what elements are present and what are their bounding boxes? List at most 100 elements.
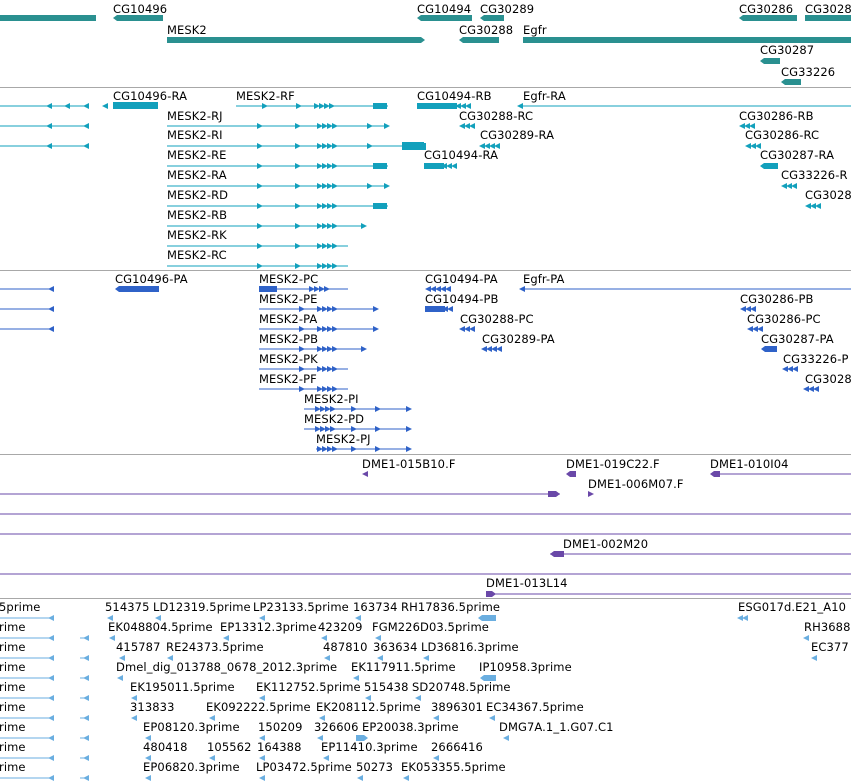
- strand-arrow[interactable]: [322, 223, 328, 229]
- strand-arrow[interactable]: [317, 346, 323, 352]
- strand-arrow[interactable]: [406, 406, 412, 412]
- feature-label[interactable]: DME1-013L14: [486, 576, 568, 590]
- feature-label[interactable]: CG30286-PC: [747, 312, 821, 326]
- feature-label[interactable]: CG30286-RB: [739, 109, 814, 123]
- feature-label[interactable]: rime: [0, 740, 26, 754]
- feature-label[interactable]: 150209: [258, 720, 303, 734]
- strand-arrow[interactable]: [465, 103, 471, 109]
- feature-label[interactable]: EC377: [811, 640, 849, 654]
- strand-arrow[interactable]: [752, 326, 758, 332]
- strand-arrow[interactable]: [367, 183, 373, 189]
- feature-label[interactable]: EK195011.5prime: [130, 680, 235, 694]
- feature-label[interactable]: CG30289-PA: [482, 332, 555, 346]
- strand-arrow[interactable]: [791, 183, 797, 189]
- strand-arrow[interactable]: [353, 675, 359, 681]
- strand-arrow[interactable]: [319, 103, 325, 109]
- strand-arrow[interactable]: [588, 491, 594, 497]
- feature-label[interactable]: 3896301: [431, 700, 483, 714]
- strand-arrow[interactable]: [747, 326, 753, 332]
- strand-arrow[interactable]: [48, 286, 54, 292]
- feature-label[interactable]: EK048804.5prime: [108, 620, 213, 634]
- feature-label[interactable]: 105562: [207, 740, 252, 754]
- strand-arrow[interactable]: [102, 103, 108, 109]
- feature-label[interactable]: CG30289: [480, 2, 535, 16]
- strand-arrow[interactable]: [48, 775, 54, 781]
- strand-arrow[interactable]: [155, 615, 161, 621]
- strand-arrow[interactable]: [317, 386, 323, 392]
- strand-arrow[interactable]: [327, 263, 333, 269]
- strand-arrow[interactable]: [377, 655, 383, 661]
- strand-arrow[interactable]: [442, 306, 448, 312]
- strand-arrow[interactable]: [415, 695, 421, 701]
- strand-arrow[interactable]: [317, 203, 323, 209]
- strand-arrow[interactable]: [145, 755, 151, 761]
- exon-block[interactable]: [480, 675, 496, 681]
- strand-arrow[interactable]: [519, 286, 525, 292]
- strand-arrow[interactable]: [48, 735, 54, 741]
- strand-arrow[interactable]: [327, 163, 333, 169]
- strand-arrow[interactable]: [810, 203, 816, 209]
- strand-arrow[interactable]: [322, 346, 328, 352]
- strand-arrow[interactable]: [48, 675, 54, 681]
- feature-label[interactable]: MESK2-RB: [167, 208, 228, 222]
- strand-arrow[interactable]: [406, 426, 412, 432]
- strand-arrow[interactable]: [464, 326, 470, 332]
- strand-arrow[interactable]: [351, 426, 357, 432]
- feature-label[interactable]: CG10496: [113, 2, 168, 16]
- strand-arrow[interactable]: [365, 695, 371, 701]
- exon-block[interactable]: [486, 591, 496, 597]
- feature-label[interactable]: MESK2-RF: [236, 89, 295, 103]
- strand-arrow[interactable]: [295, 183, 301, 189]
- strand-arrow[interactable]: [423, 655, 429, 661]
- strand-arrow[interactable]: [484, 143, 490, 149]
- exon-block[interactable]: [760, 163, 778, 169]
- feature-label[interactable]: MESK2-PE: [259, 292, 318, 306]
- strand-arrow[interactable]: [332, 346, 338, 352]
- strand-arrow[interactable]: [299, 326, 305, 332]
- feature-label[interactable]: FGM226D03.5prime: [372, 620, 489, 634]
- feature-label[interactable]: MESK2-PJ: [316, 432, 371, 446]
- strand-arrow[interactable]: [749, 123, 755, 129]
- strand-arrow[interactable]: [403, 775, 409, 781]
- feature-label[interactable]: IP10958.3prime: [479, 660, 572, 674]
- feature-label[interactable]: CG10494-PA: [425, 272, 498, 286]
- strand-arrow[interactable]: [322, 243, 328, 249]
- strand-arrow[interactable]: [332, 163, 338, 169]
- feature-label[interactable]: 423209: [318, 620, 363, 634]
- strand-arrow[interactable]: [299, 366, 305, 372]
- feature-label[interactable]: LP03472.5prime: [256, 760, 352, 774]
- strand-arrow[interactable]: [322, 123, 328, 129]
- feature-label[interactable]: CG30289-RA: [480, 128, 555, 142]
- strand-arrow[interactable]: [750, 143, 756, 149]
- strand-arrow[interactable]: [433, 755, 439, 761]
- strand-arrow[interactable]: [315, 406, 321, 412]
- strand-arrow[interactable]: [469, 123, 475, 129]
- strand-arrow[interactable]: [327, 386, 333, 392]
- exon-block[interactable]: [425, 306, 445, 312]
- strand-arrow[interactable]: [813, 386, 819, 392]
- strand-arrow[interactable]: [330, 426, 336, 432]
- strand-arrow[interactable]: [257, 123, 263, 129]
- strand-arrow[interactable]: [48, 326, 54, 332]
- strand-arrow[interactable]: [351, 446, 357, 452]
- exon-block[interactable]: [167, 37, 425, 43]
- feature-label[interactable]: MESK2-RJ: [167, 109, 223, 123]
- exon-block[interactable]: [739, 15, 797, 21]
- strand-arrow[interactable]: [327, 183, 333, 189]
- exon-block[interactable]: [523, 37, 851, 43]
- strand-arrow[interactable]: [327, 446, 333, 452]
- feature-label[interactable]: 515438: [364, 680, 409, 694]
- strand-arrow[interactable]: [324, 103, 330, 109]
- strand-arrow[interactable]: [323, 755, 329, 761]
- feature-label[interactable]: MESK2-PB: [259, 332, 319, 346]
- exon-block[interactable]: [113, 102, 158, 109]
- strand-arrow[interactable]: [317, 735, 323, 741]
- feature-label[interactable]: EP11410.3prime: [321, 740, 418, 754]
- feature-label[interactable]: 50273: [356, 760, 394, 774]
- feature-label[interactable]: CG3028: [805, 2, 851, 16]
- strand-arrow[interactable]: [46, 143, 52, 149]
- strand-arrow[interactable]: [295, 203, 301, 209]
- strand-arrow[interactable]: [317, 306, 323, 312]
- feature-label[interactable]: EK117911.5prime: [351, 660, 456, 674]
